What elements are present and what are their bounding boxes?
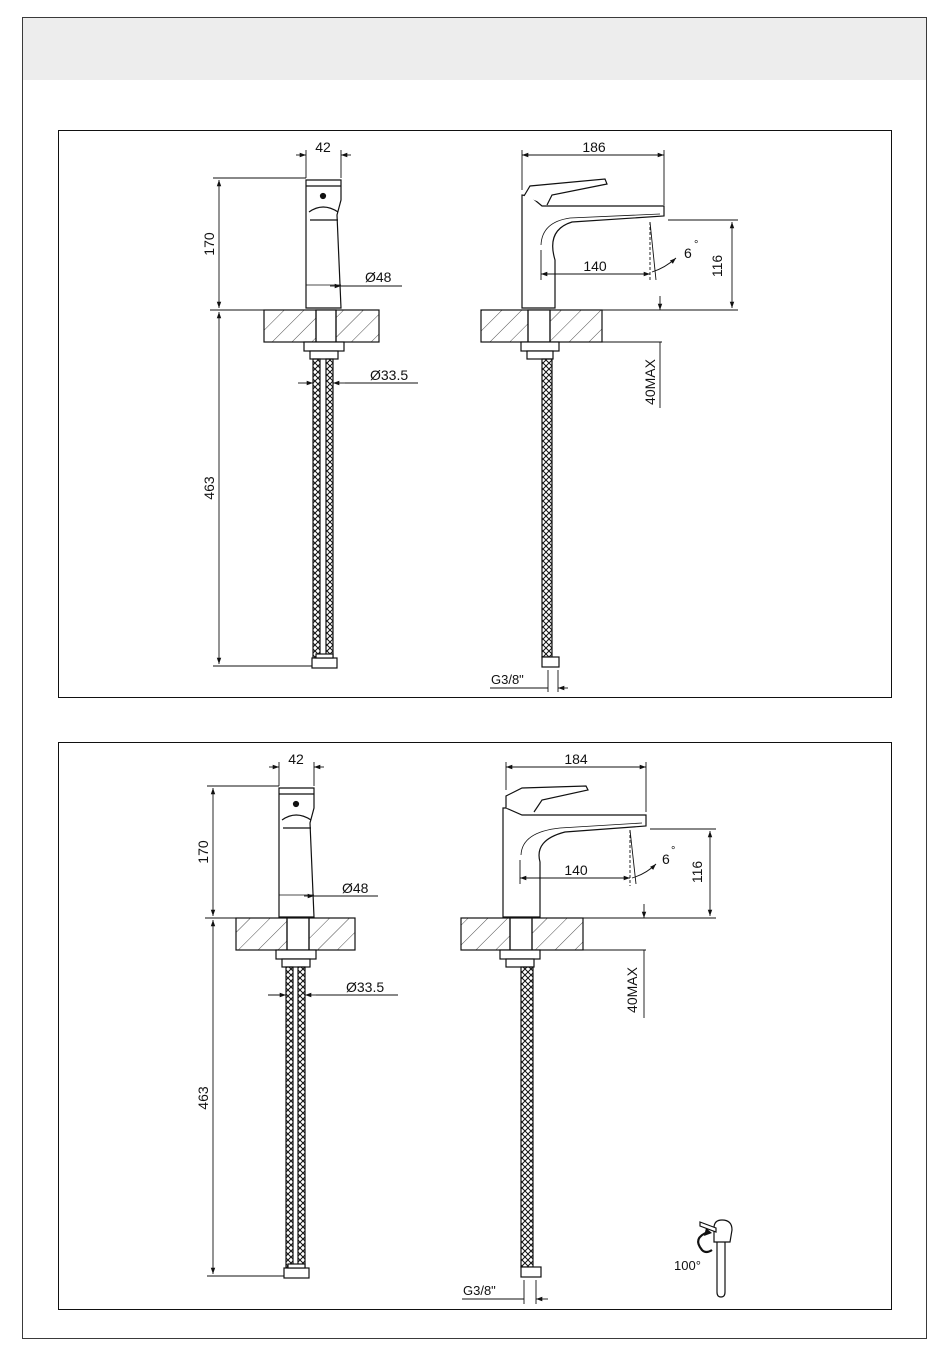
drawing-2: 42 170 463 Ø48 Ø33.5 xyxy=(195,751,732,1304)
max-deck-label: 40MAX xyxy=(624,966,640,1013)
front-height-label: 170 xyxy=(201,232,217,256)
thread-label: G3/8" xyxy=(491,672,524,687)
drawing-1: 42 170 463 Ø48 Ø33.5 xyxy=(201,139,738,692)
reach-label: 140 xyxy=(583,258,607,274)
faucet-body xyxy=(306,180,341,308)
faucet-body xyxy=(522,195,664,308)
base-diameter-label: Ø48 xyxy=(342,880,369,896)
faucet-handle xyxy=(506,786,588,812)
side-view-1 xyxy=(481,179,664,667)
rotate-arrow-icon xyxy=(698,1228,712,1252)
rotation-angle-label: 100° xyxy=(674,1258,701,1273)
spout-height-label: 116 xyxy=(709,255,725,278)
front-width-label: 42 xyxy=(288,751,304,767)
max-deck-label: 40MAX xyxy=(642,358,658,405)
hose-length-label: 463 xyxy=(201,476,217,500)
side-depth-label: 186 xyxy=(582,139,606,155)
front-view-2 xyxy=(236,788,355,1278)
hose-diameter-label: Ø33.5 xyxy=(370,367,408,383)
thread-label: G3/8" xyxy=(463,1283,496,1298)
rotation-diagram xyxy=(698,1220,732,1297)
hose-length-label: 463 xyxy=(195,1086,211,1110)
angle-label: 6 xyxy=(684,245,692,261)
front-width-label: 42 xyxy=(315,139,331,155)
angle-unit-label: ° xyxy=(671,845,675,857)
faucet-body xyxy=(279,788,314,917)
side-view-2 xyxy=(461,786,646,1277)
angle-label: 6 xyxy=(662,851,670,867)
side-depth-label: 184 xyxy=(564,751,588,767)
hose-diameter-label: Ø33.5 xyxy=(346,979,384,995)
spout-height-label: 116 xyxy=(689,861,705,884)
reach-label: 140 xyxy=(564,862,588,878)
front-view-1 xyxy=(264,180,379,668)
front-height-label: 170 xyxy=(195,840,211,864)
angle-unit-label: ° xyxy=(694,239,698,251)
base-diameter-label: Ø48 xyxy=(365,269,392,285)
